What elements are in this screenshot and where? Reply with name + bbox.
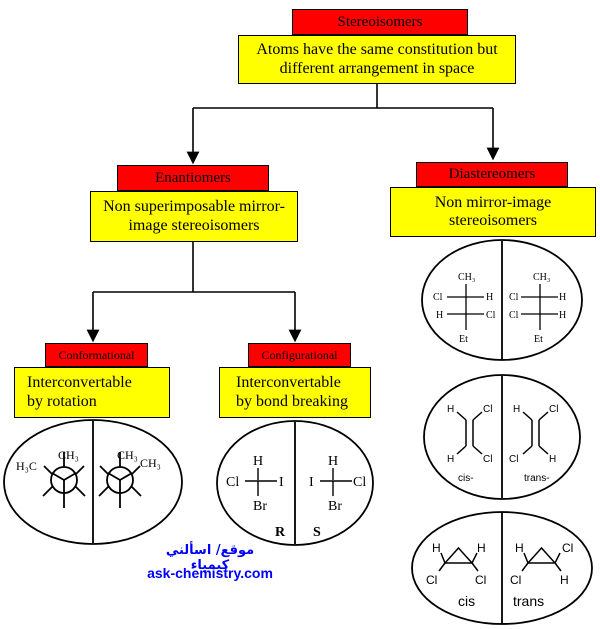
atom-label: Et [459, 334, 468, 345]
atom-label: H [515, 541, 524, 555]
atom-label: H [513, 404, 520, 415]
definition-line: Interconvertable [236, 374, 341, 392]
conformational-definition: Interconvertable by rotation [14, 367, 170, 418]
atom-label: H [328, 454, 338, 469]
atom-label: Cl [486, 310, 496, 321]
newman-left [42, 452, 86, 508]
definition-line: Non mirror-image [434, 193, 552, 211]
atom-label: H [486, 292, 493, 303]
enantiomers-definition: Non superimposable mirror- image stereoi… [90, 191, 298, 242]
methyl-label: CH₃ [58, 448, 79, 462]
diastereomers-definition: Non mirror-image stereoisomers [390, 187, 596, 237]
atom-label: H [560, 573, 569, 587]
atom-label: Cl [483, 404, 492, 415]
atom-label: H [253, 454, 263, 469]
atom-label: I [309, 475, 314, 490]
definition-line: different arrangement in space [279, 59, 475, 77]
diastereomers-header: Diastereomers [416, 162, 568, 187]
trans-label: trans- [524, 473, 550, 484]
atom-label: Cl [353, 475, 366, 490]
cis-label: cis- [458, 473, 474, 484]
atom-label: Cl [509, 310, 519, 321]
atom-label: Cl [562, 541, 573, 555]
definition-line: stereoisomers [449, 212, 537, 229]
atom-label: H [559, 292, 566, 303]
atom-label: Br [328, 499, 342, 514]
atom-label: I [279, 475, 284, 490]
atom-label: H [432, 541, 441, 555]
configurational-header: Configurational [248, 343, 351, 367]
atom-label: H [559, 310, 566, 321]
atom-label: Cl [433, 292, 443, 303]
atom-label: H [477, 541, 486, 555]
conformational-header: Conformational [45, 343, 148, 367]
watermark-url[interactable]: ask-chemistry.com [147, 565, 273, 581]
atom-label: Cl [549, 404, 558, 415]
methyl-label: CH₃ [140, 456, 161, 470]
atom-label: Cl [483, 454, 492, 465]
atom-label: H [549, 454, 556, 465]
definition-line: Interconvertable [27, 374, 132, 392]
definition-line: by rotation [27, 392, 97, 410]
definition-line: Non superimposable mirror- [103, 198, 285, 216]
atom-label: H [447, 454, 454, 465]
definition-line: image stereoisomers [128, 216, 260, 234]
stereoisomers-definition: Atoms have the same constitution but dif… [238, 35, 516, 84]
atom-label: H [436, 310, 443, 321]
atom-label: Cl [226, 475, 239, 490]
atom-label: Cl [510, 573, 521, 587]
enantiomers-header: Enantiomers [117, 165, 269, 191]
atom-label: Cl [426, 573, 437, 587]
s-label: S [313, 525, 321, 540]
atom-label: Cl [509, 292, 519, 303]
trans-label: trans [513, 593, 544, 609]
r-label: R [275, 525, 286, 540]
atom-label: H [447, 404, 454, 415]
newman-right [98, 452, 142, 508]
atom-label: Br [253, 499, 267, 514]
cis-label: cis [458, 593, 475, 609]
atom-label: Cl [509, 454, 518, 465]
definition-line: Atoms have the same constitution but [256, 41, 498, 59]
atom-label: Cl [475, 573, 486, 587]
stereoisomers-header: Stereoisomers [292, 9, 468, 35]
methyl-label: H₃C [16, 459, 37, 473]
definition-line: by bond breaking [236, 392, 348, 410]
watermark-arabic: موقع/ اسألني كيمياء [165, 543, 255, 573]
atom-label: CH₃ [533, 272, 550, 283]
atom-label: Et [534, 334, 543, 345]
configurational-definition: Interconvertable by bond breaking [219, 367, 371, 418]
atom-label: CH₃ [458, 272, 475, 283]
methyl-label: CH₃ [117, 448, 138, 462]
